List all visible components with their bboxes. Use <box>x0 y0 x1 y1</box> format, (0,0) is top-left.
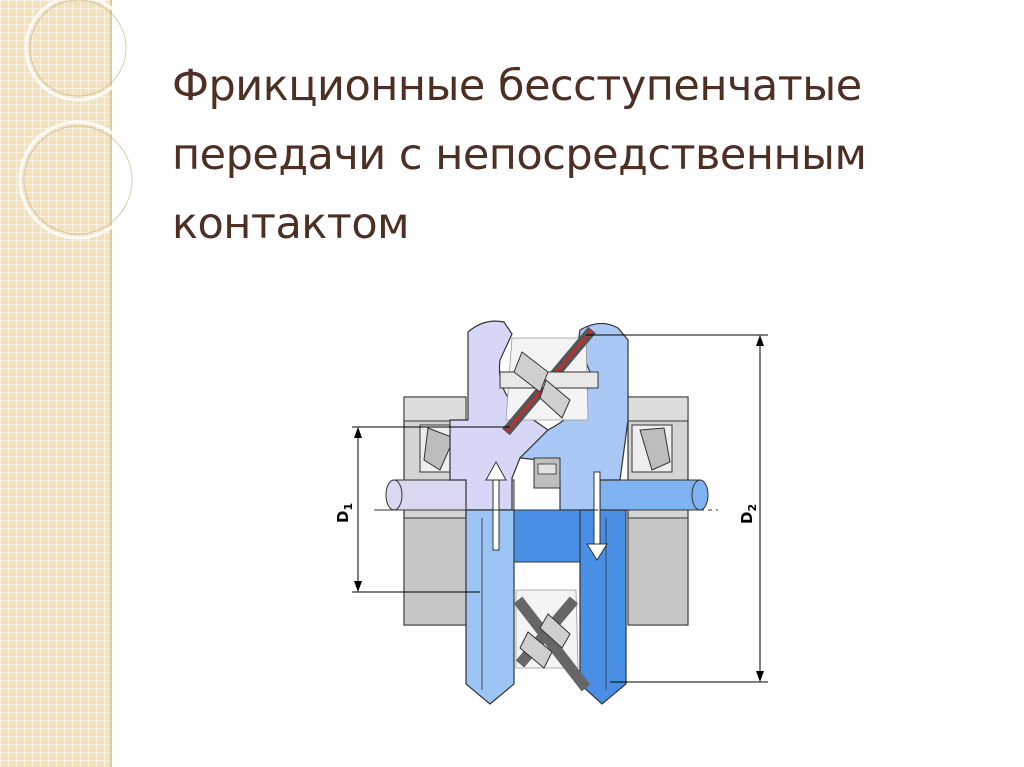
slide-title: Фрикционные бесступенчатые передачи с не… <box>172 52 1002 259</box>
lower-intermediate-roller <box>513 589 591 692</box>
d1-dimension <box>352 426 510 593</box>
d2-label: D2 <box>738 504 759 524</box>
hub-connector <box>513 509 581 563</box>
up-arrow-icon <box>485 460 507 551</box>
title-line-1: Фрикционные бесступенчатые <box>172 61 862 111</box>
upper-intermediate-roller <box>499 326 599 436</box>
decorative-rings <box>18 0 138 240</box>
d2-dimension <box>586 334 768 683</box>
right-friction-disc-lower <box>579 509 627 705</box>
side-strip-edge <box>110 0 112 767</box>
title-line-2: передачи с непосредственным <box>172 130 867 180</box>
down-arrow-icon <box>586 471 608 561</box>
left-friction-disc-lower <box>465 509 515 705</box>
d1-label: D1 <box>334 503 355 523</box>
title-line-3: контактом <box>172 199 410 249</box>
friction-drive-diagram: D1 D2 <box>334 320 768 705</box>
right-bearing-housing <box>627 396 689 626</box>
